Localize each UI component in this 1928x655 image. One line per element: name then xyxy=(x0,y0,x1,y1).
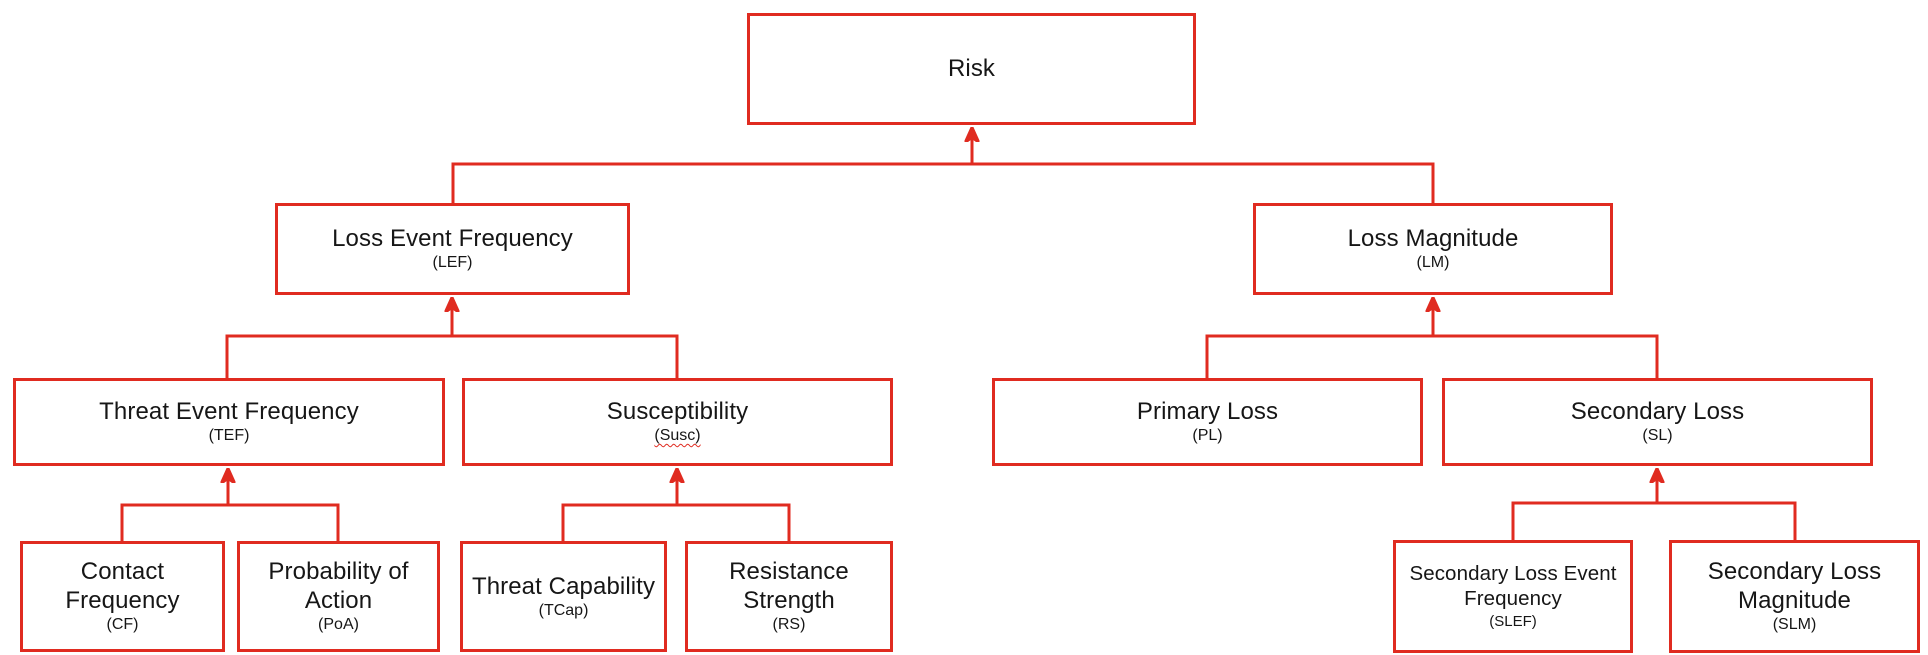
node-rs-abbr: (RS) xyxy=(772,616,806,634)
node-lef-label: Loss Event Frequency xyxy=(332,225,573,253)
connector-lm-bracket xyxy=(1205,334,1659,378)
node-pl-abbr: (PL) xyxy=(1192,427,1223,445)
node-lef-abbr: (LEF) xyxy=(432,254,473,272)
node-secondary-loss-magnitude[interactable]: Secondary Loss Magnitude (SLM) xyxy=(1669,540,1920,653)
node-poa-label: Probability of Action xyxy=(268,558,409,615)
node-susc-abbr-spellcheck: (Susc) xyxy=(654,427,701,445)
node-primary-loss[interactable]: Primary Loss (PL) xyxy=(992,378,1423,466)
node-loss-event-frequency[interactable]: Loss Event Frequency (LEF) xyxy=(275,203,630,295)
node-tcap-abbr: (TCap) xyxy=(538,601,589,619)
node-threat-event-frequency[interactable]: Threat Event Frequency (TEF) xyxy=(13,378,445,466)
node-secondary-loss[interactable]: Secondary Loss (SL) xyxy=(1442,378,1873,466)
node-tef-label: Threat Event Frequency xyxy=(99,398,359,426)
node-secondary-loss-event-frequency[interactable]: Secondary Loss Event Frequency (SLEF) xyxy=(1393,540,1633,653)
connector-sl-bracket xyxy=(1511,501,1797,540)
node-probability-of-action[interactable]: Probability of Action (PoA) xyxy=(237,541,440,652)
node-slef-label: Secondary Loss Event Frequency xyxy=(1409,561,1617,610)
node-threat-capability[interactable]: Threat Capability (TCap) xyxy=(460,541,667,652)
node-lm-label: Loss Magnitude xyxy=(1347,225,1519,253)
node-pl-label: Primary Loss xyxy=(1136,398,1279,426)
connector-lef-bracket xyxy=(225,334,679,378)
node-risk-label: Risk xyxy=(947,55,996,83)
node-lm-abbr: (LM) xyxy=(1416,254,1450,272)
node-rs-label: Resistance Strength xyxy=(729,558,849,615)
node-slm-abbr: (SLM) xyxy=(1772,616,1817,634)
node-sl-abbr: (SL) xyxy=(1642,427,1673,445)
node-cf-label: Contact Frequency xyxy=(65,558,180,615)
connector-tef-bracket xyxy=(120,503,340,541)
node-cf-abbr: (CF) xyxy=(106,616,139,634)
node-tef-abbr: (TEF) xyxy=(208,427,250,445)
node-poa-abbr: (PoA) xyxy=(318,616,359,634)
node-contact-frequency[interactable]: Contact Frequency (CF) xyxy=(20,541,225,652)
connector-susc-bracket xyxy=(561,503,791,541)
node-susceptibility[interactable]: Susceptibility (Susc) xyxy=(462,378,893,466)
node-slm-label: Secondary Loss Magnitude xyxy=(1707,558,1882,615)
node-loss-magnitude[interactable]: Loss Magnitude (LM) xyxy=(1253,203,1613,295)
node-risk[interactable]: Risk xyxy=(747,13,1196,125)
node-tcap-label: Threat Capability xyxy=(471,572,656,600)
node-susc-label: Susceptibility xyxy=(606,398,749,426)
connector-risk-bracket xyxy=(451,162,1435,203)
node-resistance-strength[interactable]: Resistance Strength (RS) xyxy=(685,541,893,652)
node-slef-abbr: (SLEF) xyxy=(1489,612,1537,630)
node-sl-label: Secondary Loss xyxy=(1570,398,1745,426)
